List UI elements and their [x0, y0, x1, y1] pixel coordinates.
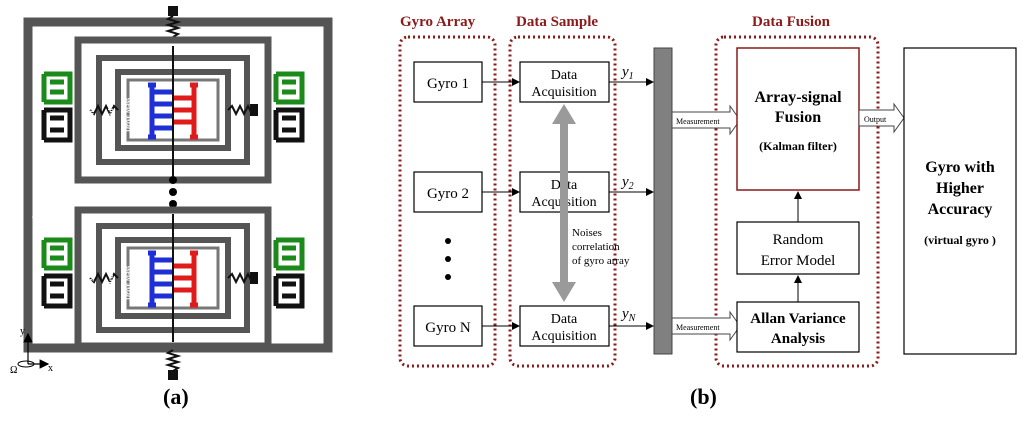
panel-a-gyro-structure: Detection Mass Proof Mass Decoupled Mass…: [10, 6, 333, 409]
lower-gyro-cell: [41, 206, 305, 350]
output-arrow: [858, 102, 905, 134]
fusion-box: [736, 47, 860, 191]
allan-line1: Allan Variance: [750, 311, 846, 327]
gyro-array-group: [398, 35, 497, 368]
axis-omega-label: Ω: [10, 365, 17, 376]
measurement-arrow-bottom: [671, 310, 741, 342]
output-y1: y1: [620, 64, 634, 82]
random-error-box: [736, 221, 860, 275]
blue-comb-upper: [148, 82, 172, 140]
output-label: Output: [864, 115, 887, 124]
virtual-gyro-line4: (virtual gyro ): [924, 233, 996, 247]
panel-b-block-diagram: Gyro Array Data Sample Data Fusion Gyro …: [398, 14, 1017, 409]
output-y2: y2: [620, 174, 634, 192]
virtual-gyro-line3: Accuracy: [928, 201, 993, 218]
noise-note-line3: of gyro array: [572, 255, 630, 267]
data-fusion-title: Data Fusion: [752, 14, 831, 30]
noise-correlation-arrow: [552, 104, 576, 302]
acquisition-1-box: [519, 61, 610, 103]
data-sample-title: Data Sample: [516, 14, 598, 30]
red-comb-lower: [174, 250, 198, 308]
acquisition-n-box: [519, 305, 610, 347]
green-comb-left-lower: [41, 237, 73, 309]
acquisition-1-line2: Acquisition: [531, 85, 596, 100]
cell-ellipsis-dots: [169, 176, 177, 208]
upper-gyro-cell: [41, 36, 305, 184]
allan-line2: Analysis: [771, 331, 825, 347]
gyro-ellipsis-dots: [445, 238, 451, 280]
green-comb-right-lower: [273, 237, 305, 309]
red-comb-upper: [174, 82, 198, 140]
noise-note-line2: correlation: [572, 241, 620, 253]
axis-indicator: y x Ω: [10, 326, 53, 376]
detection-mass-label: Detection Mass: [31, 188, 40, 240]
data-fusion-group: [714, 35, 880, 368]
noise-note-line1: Noises: [572, 227, 602, 239]
fusion-line2: Fusion: [775, 109, 821, 126]
gyro-1-label: Gyro 1: [427, 76, 469, 92]
gyro-array-title: Gyro Array: [400, 14, 476, 30]
gyro-n-box: [413, 305, 483, 347]
acquisition-n-line2: Acquisition: [531, 329, 596, 344]
top-anchor-spring: [164, 6, 182, 38]
fusion-line1: Array-signal: [754, 89, 842, 106]
measurement-arrow-top: [671, 104, 741, 136]
random-error-line2: Error Model: [761, 253, 836, 269]
acquisition-1-line1: Data: [551, 68, 578, 83]
proof-mass-label-lower: Proof Mass: [88, 266, 96, 300]
output-yn: yN: [620, 306, 637, 324]
allan-box: [736, 301, 860, 353]
measurement-label-top: Measurement: [676, 117, 720, 126]
axis-x-label: x: [48, 363, 53, 374]
fusion-line3: (Kalman filter): [759, 139, 837, 153]
virtual-gyro-line2: Higher: [936, 180, 984, 197]
decoupled-mass-label-upper: Decoupled Mass: [107, 91, 115, 140]
green-comb-left-upper: [41, 71, 73, 143]
bottom-anchor-spring: [164, 349, 182, 380]
signal-bus-bar: [653, 47, 673, 355]
axis-y-label: y: [20, 326, 25, 337]
panel-b-label: (b): [690, 384, 717, 409]
virtual-gyro-box: [903, 47, 1017, 355]
data-sample-group: [508, 35, 617, 368]
drive-mass-label-upper: Drive Mass: [124, 98, 132, 132]
virtual-gyro-line1: Gyro with: [925, 159, 995, 176]
green-comb-right-upper: [273, 71, 305, 143]
proof-mass-label-upper: Proof Mass: [88, 101, 96, 135]
drive-mass-label-lower: Drive Mass: [124, 266, 132, 300]
panel-a-label: (a): [163, 384, 189, 409]
decoupled-mass-label-lower: Decoupled Mass: [107, 257, 115, 306]
measurement-label-bottom: Measurement: [676, 323, 720, 332]
gyro-2-label: Gyro 2: [427, 186, 469, 202]
acquisition-n-line1: Data: [551, 312, 578, 327]
blue-comb-lower: [148, 250, 172, 308]
gyro-n-label: Gyro N: [425, 320, 471, 336]
random-error-line1: Random: [773, 232, 824, 248]
gyro-1-box: [413, 61, 483, 103]
proof-mass-frame-lower: [74, 206, 272, 350]
